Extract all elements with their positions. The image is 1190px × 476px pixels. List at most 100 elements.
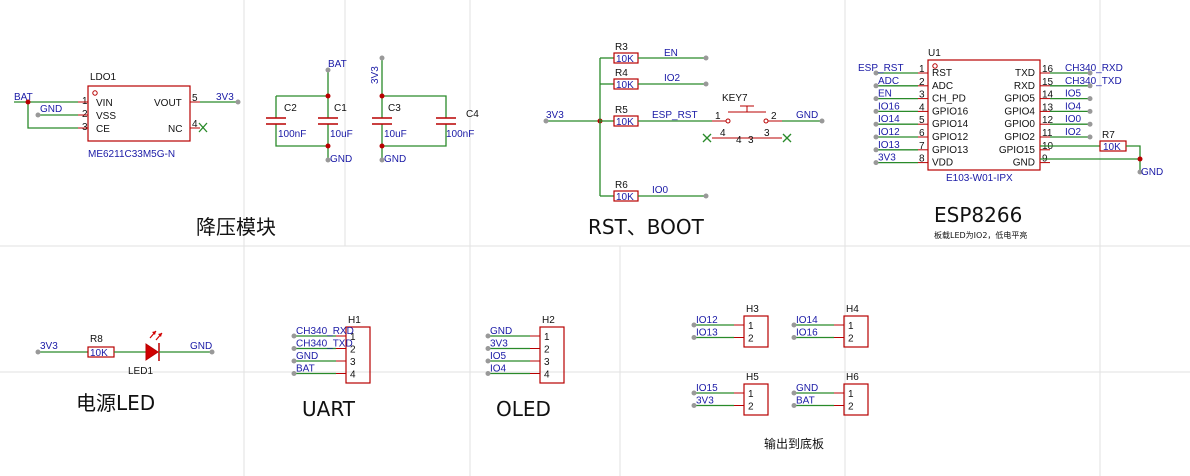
ldo-pin-vin: VIN	[96, 98, 113, 109]
ldo-block[interactable]: LDO1 ME6211C33M5G-N VIN VSS CE VOUT NC 1…	[14, 72, 241, 160]
esp8266-block[interactable]: U1 E103-W01-IPX RST1ESP_RSTADC2ADCCH_PD3…	[858, 48, 1163, 184]
led-icon	[145, 330, 163, 361]
esp-net-left-6: IO13	[878, 140, 900, 151]
net-label-gnd: GND	[796, 110, 818, 121]
section-title-out: 输出到底板	[764, 436, 824, 451]
header-h2-pinnum-0: 1	[544, 332, 550, 343]
header-h3-net-1: IO13	[696, 328, 718, 339]
header-h2-pinnum-3: 4	[544, 370, 550, 381]
header-h2-net-3: IO4	[490, 364, 507, 375]
esp-net-right-5: IO2	[1065, 127, 1082, 138]
section-title-ldo: 降压模块	[196, 215, 276, 239]
esp-net-right-3: IO4	[1065, 101, 1082, 112]
esp-note: 板载LED为IO2，低电平亮	[934, 230, 1027, 240]
esp-pinnum-left-1: 2	[919, 77, 925, 88]
header-h2-net-0: GND	[490, 326, 512, 337]
ldo-pin-vss: VSS	[96, 111, 116, 122]
section-title-rst-boot: RST、BOOT	[588, 215, 705, 239]
key7-pin-4: 4	[720, 128, 726, 139]
header-h6-net-1: BAT	[796, 396, 815, 407]
header-h3-net-0: IO12	[696, 315, 718, 326]
net-label-3v3: 3V3	[40, 341, 58, 352]
header-h3-pinnum-0: 1	[748, 321, 754, 332]
header-h2-pinnum-2: 3	[544, 357, 550, 368]
rst-boot-block[interactable]: R3 R4 R5 R6 10K 10K 10K 10K EN IO2 ESP_R…	[543, 42, 825, 203]
esp-pin-right-2: GPIO5	[1004, 94, 1035, 105]
section-title-led: 电源LED	[76, 391, 155, 415]
cap-c1-ref: C1	[334, 103, 347, 114]
caps-block[interactable]: C2 C1 100nF 10uF BAT GND C3 C4 10uF 100n…	[266, 55, 479, 166]
nc-cross-icon	[702, 133, 792, 143]
power-led-block[interactable]: 3V3 R8 10K LED1 GND	[35, 330, 215, 377]
header-h5-net-0: IO15	[696, 383, 718, 394]
res-r7-val: 10K	[1103, 142, 1121, 153]
net-label-3v3: 3V3	[216, 92, 234, 103]
net-label-gnd: GND	[40, 104, 62, 115]
header-h4-pinnum-1: 2	[848, 334, 854, 345]
esp-part: E103-W01-IPX	[946, 173, 1013, 184]
key7-pin-4b: 4	[736, 135, 742, 146]
ldo-pin-vout: VOUT	[154, 98, 182, 109]
esp-net-left-0: ESP_RST	[858, 63, 904, 74]
net-label-gnd: GND	[330, 154, 352, 165]
cap-c2-ref: C2	[284, 103, 297, 114]
nc-cross-icon	[198, 122, 208, 133]
cap-c4-ref: C4	[466, 109, 479, 120]
net-label-3v3: 3V3	[546, 110, 564, 121]
header-h6-pinnum-0: 1	[848, 389, 854, 400]
esp-pin-left-5: GPIO12	[932, 132, 969, 143]
esp-pinnum-right-0: 16	[1042, 64, 1054, 75]
ldo-part: ME6211C33M5G-N	[88, 149, 175, 160]
header-h2-ref: H2	[542, 315, 555, 326]
header-h1-pinnum-2: 3	[350, 357, 356, 368]
esp-net-right-0: CH340_RXD	[1065, 63, 1123, 74]
ldo-pin-ce: CE	[96, 124, 110, 135]
header-h6-ref: H6	[846, 372, 859, 383]
cap-c4-val: 100nF	[446, 129, 474, 140]
esp-net-left-4: IO14	[878, 114, 900, 125]
res-r3-val: 10K	[616, 54, 634, 65]
header-h4-net-1: IO16	[796, 328, 818, 339]
cap-c1-val: 10uF	[330, 129, 353, 140]
net-label-3v3: 3V3	[370, 66, 381, 84]
header-h2-net-2: IO5	[490, 351, 507, 362]
esp-pin-left-4: GPIO14	[932, 119, 969, 130]
net-label-io0: IO0	[652, 185, 669, 196]
esp-pinnum-right-5: 11	[1042, 128, 1053, 139]
esp-pin-left-3: GPIO16	[932, 106, 969, 117]
net-label-en: EN	[664, 48, 678, 59]
net-label-gnd: GND	[384, 154, 406, 165]
header-h1-net-3: BAT	[296, 364, 315, 375]
ldo-pin-nc: NC	[168, 124, 182, 135]
esp-ref: U1	[928, 48, 941, 59]
key7-pin-3b: 3	[748, 135, 754, 146]
cap-c2-val: 100nF	[278, 129, 306, 140]
header-h1-pinnum-1: 2	[350, 345, 356, 356]
res-r3-ref: R3	[615, 42, 628, 53]
esp-pin-left-1: ADC	[932, 81, 953, 92]
cap-c3-val: 10uF	[384, 129, 407, 140]
net-label-gnd: GND	[190, 341, 212, 352]
net-label-io2: IO2	[664, 73, 681, 84]
esp-pinnum-right-4: 12	[1042, 115, 1054, 126]
esp-net-right-4: IO0	[1065, 114, 1082, 125]
esp-net-left-7: 3V3	[878, 153, 896, 164]
header-h6-pinnum-1: 2	[848, 402, 854, 413]
esp-pinnum-left-7: 8	[919, 154, 925, 165]
header-h2-net-1: 3V3	[490, 339, 508, 350]
esp-pin-left-2: CH_PD	[932, 94, 966, 105]
res-r8-val: 10K	[90, 348, 108, 359]
res-r5-val: 10K	[616, 117, 634, 128]
key7-pin-1: 1	[715, 111, 721, 122]
esp-pinnum-left-0: 1	[919, 64, 925, 75]
res-r5-ref: R5	[615, 105, 628, 116]
